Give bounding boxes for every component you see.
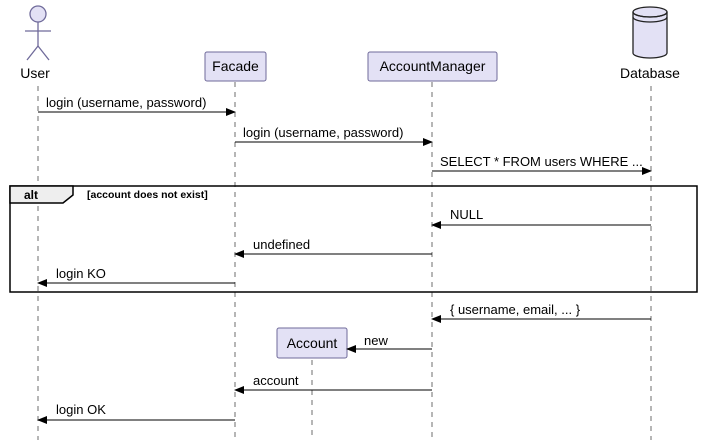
message-label: account: [253, 373, 299, 388]
message-label: { username, email, ... }: [450, 302, 581, 317]
message-8: new: [346, 333, 432, 353]
message-3: SELECT * FROM users WHERE ...: [432, 154, 652, 175]
account-manager-label: AccountManager: [380, 58, 486, 74]
participant-database: Database: [620, 6, 680, 81]
message-10: login OK: [37, 402, 235, 424]
user-label: User: [20, 65, 50, 81]
database-icon: [632, 6, 668, 59]
message-1: login (username, password): [38, 95, 236, 116]
message-label: undefined: [253, 237, 310, 252]
message-label: new: [364, 333, 388, 348]
account-label: Account: [287, 335, 338, 351]
user-actor: User: [20, 5, 51, 81]
user-actor-icon: [29, 5, 47, 23]
message-5: undefined: [234, 237, 432, 258]
message-label: login (username, password): [243, 125, 403, 140]
alt-condition: [account does not exist]: [87, 189, 208, 201]
message-label: SELECT * FROM users WHERE ...: [440, 154, 643, 169]
message-6: login KO: [37, 266, 235, 287]
database-label: Database: [620, 65, 680, 81]
message-2: login (username, password): [235, 125, 433, 146]
participant-account: Account: [276, 327, 348, 359]
message-9: account: [234, 373, 432, 394]
participant-account-manager: AccountManager: [367, 51, 498, 82]
message-label: login (username, password): [46, 95, 206, 110]
message-label: login KO: [56, 266, 106, 281]
participant-facade: Facade: [204, 51, 267, 82]
message-label: NULL: [450, 207, 483, 222]
alt-fragment: alt [account does not exist]: [9, 185, 698, 293]
facade-label: Facade: [212, 58, 259, 74]
alt-keyword: alt: [24, 188, 38, 202]
message-4: NULL: [431, 207, 651, 229]
message-7: { username, email, ... }: [431, 302, 651, 323]
message-label: login OK: [56, 402, 106, 417]
